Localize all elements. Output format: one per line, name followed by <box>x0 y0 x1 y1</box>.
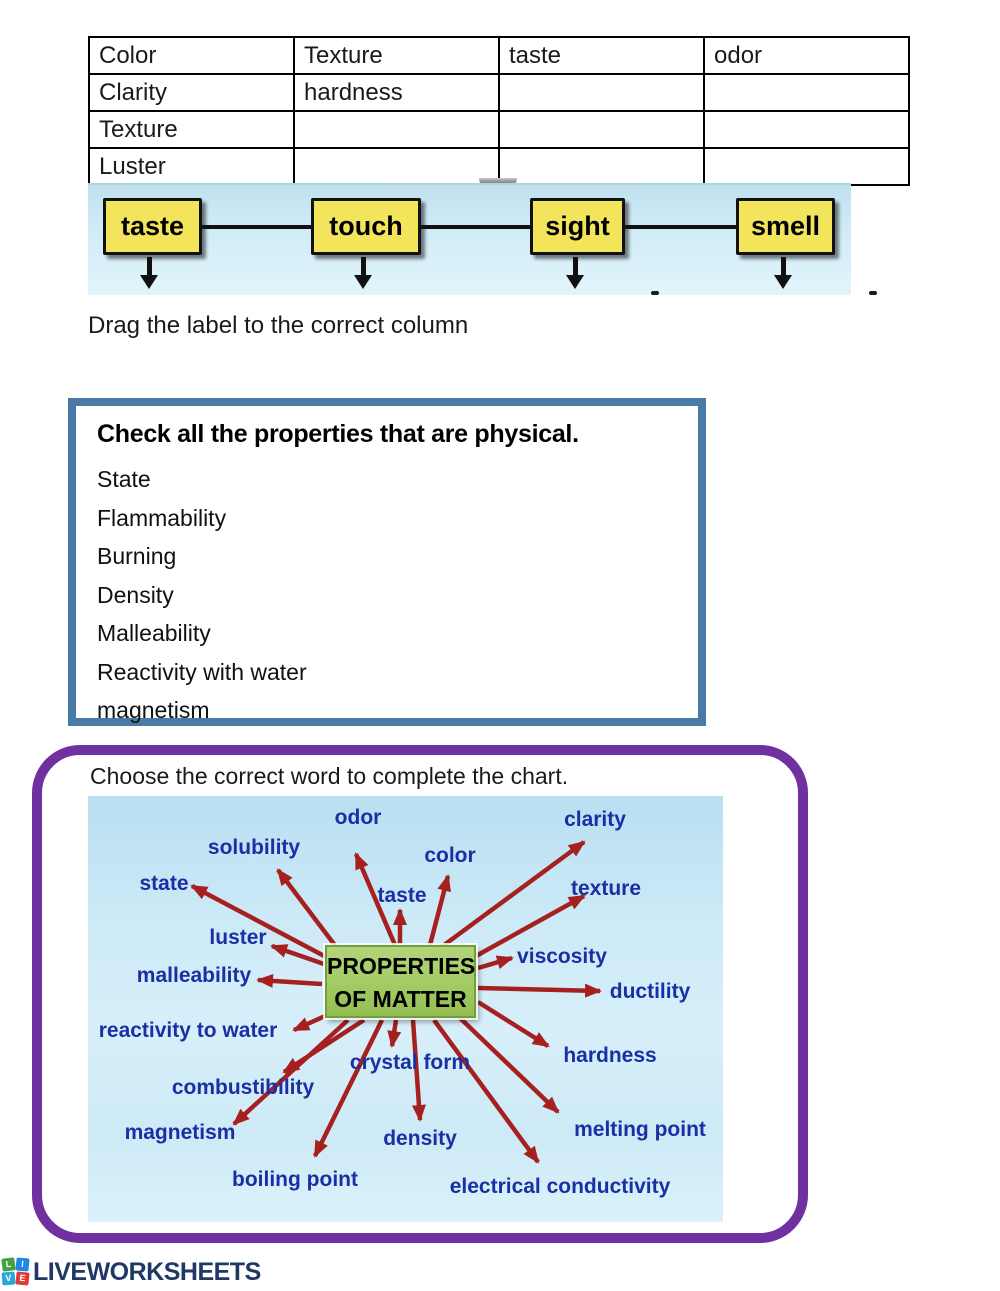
table-cell[interactable] <box>703 147 910 186</box>
logo-tile: I <box>15 1257 30 1272</box>
check-option-reactivity[interactable]: Reactivity with water <box>97 658 307 685</box>
check-option-flammability[interactable]: Flammability <box>97 504 227 531</box>
stray-mark <box>869 291 877 295</box>
table-cell[interactable] <box>293 110 500 149</box>
table-cell[interactable]: odor <box>703 36 910 75</box>
drag-label-sight[interactable]: sight <box>530 198 625 255</box>
arrow <box>270 943 325 967</box>
table-cell[interactable]: hardness <box>293 73 500 112</box>
drag-instruction: Drag the label to the correct column <box>88 312 469 339</box>
table-row: Luster <box>88 147 910 186</box>
center-box-line1: PROPERTIES <box>327 953 476 979</box>
center-box: PROPERTIES OF MATTER <box>325 945 476 1018</box>
check-option-state[interactable]: State <box>97 466 151 492</box>
diagram-arrows <box>190 840 602 1164</box>
liveworksheets-logo-icon: L I V E <box>1 1257 30 1286</box>
physical-properties-box: Check all the properties that are physic… <box>68 398 706 726</box>
arrow <box>232 1018 350 1126</box>
diagram-label-luster: luster <box>209 926 267 949</box>
table-cell[interactable]: Clarity <box>88 73 295 112</box>
diagram-label-ductility: ductility <box>609 980 691 1003</box>
arrow <box>410 1019 426 1122</box>
diagram-label-crystal-form: crystal form <box>349 1051 471 1074</box>
table-cell[interactable]: Luster <box>88 147 295 186</box>
diagram-label-boiling-point: boiling point <box>232 1168 358 1191</box>
check-option-malleability[interactable]: Malleability <box>97 620 211 646</box>
diagram-label-odor: odor <box>334 806 382 829</box>
arrow <box>477 955 514 971</box>
table-row: Texture <box>88 110 910 149</box>
drag-label-touch[interactable]: touch <box>311 198 421 255</box>
arrow <box>190 884 330 960</box>
brand-name: LIVEWORKSHEETS <box>33 1257 261 1286</box>
choose-instruction: Choose the correct word to complete the … <box>90 763 569 789</box>
drag-label-taste[interactable]: taste <box>103 198 202 255</box>
table-row: Clarity hardness <box>88 73 910 112</box>
table-cell[interactable]: Texture <box>88 110 295 149</box>
arrow <box>474 894 586 958</box>
table-cell[interactable]: Color <box>88 36 295 75</box>
diagram-label-combustibility: combustibility <box>171 1076 315 1099</box>
arrow <box>387 1019 402 1048</box>
arrow <box>477 983 602 998</box>
center-box-line2: OF MATTER <box>334 986 467 1012</box>
stray-mark <box>651 291 659 295</box>
table-cell[interactable] <box>498 147 705 186</box>
arrow <box>432 1018 540 1164</box>
arrow <box>276 868 342 954</box>
senses-band: taste touch sight smell <box>88 183 877 295</box>
arrow <box>476 1000 550 1048</box>
arrow <box>427 874 451 946</box>
diagram-label-solubility: solubility <box>207 836 301 859</box>
diagram-label-melting-point: melting point <box>574 1118 706 1141</box>
drag-label-smell[interactable]: smell <box>736 198 835 255</box>
footer: L I V E LIVEWORKSHEETS <box>1 1255 261 1289</box>
arrow <box>256 973 323 988</box>
diagram-label-electrical-conductivity: electrical conductivity <box>449 1175 671 1198</box>
table-row: Color Texture taste odor <box>88 36 910 75</box>
properties-of-matter-diagram: PROPERTIES OF MATTER odor solubility col… <box>88 796 723 1222</box>
properties-table: Color Texture taste odor Clarity hardnes… <box>88 36 910 186</box>
check-option-burning[interactable]: Burning <box>97 543 177 569</box>
diagram-label-texture: texture <box>570 877 642 900</box>
table-cell[interactable] <box>703 110 910 149</box>
logo-tile: V <box>1 1271 16 1286</box>
arrow <box>458 1016 560 1114</box>
arrow <box>312 1019 385 1158</box>
diagram-label-hardness: hardness <box>563 1044 657 1067</box>
connector-line <box>151 225 786 229</box>
diagram-label-malleability: malleability <box>136 964 252 987</box>
diagram-label-taste: taste <box>377 884 427 907</box>
arrow <box>353 852 398 946</box>
table-cell[interactable] <box>498 73 705 112</box>
diagram-label-density: density <box>383 1127 457 1150</box>
logo-tile: L <box>1 1257 16 1272</box>
diagram-label-magnetism: magnetism <box>124 1121 236 1144</box>
check-title: Check all the properties that are physic… <box>97 420 579 448</box>
diagram-label-reactivity-to-water: reactivity to water <box>98 1019 278 1042</box>
diagram-label-color: color <box>424 844 476 867</box>
table-cell[interactable]: Texture <box>293 36 500 75</box>
arrow <box>438 840 586 950</box>
table-cell[interactable] <box>703 73 910 112</box>
logo-tile: E <box>15 1271 30 1286</box>
table-cell[interactable] <box>498 110 705 149</box>
check-option-magnetism[interactable]: magnetism <box>97 697 210 723</box>
diagram-label-state: state <box>139 872 189 895</box>
check-option-density[interactable]: Density <box>97 581 174 608</box>
table-cell[interactable] <box>293 147 500 186</box>
diagram-label-clarity: clarity <box>564 808 626 831</box>
table-cell[interactable]: taste <box>498 36 705 75</box>
diagram-label-viscosity: viscosity <box>517 945 607 968</box>
check-options-list: State Flammability Burning Density Malle… <box>97 460 307 730</box>
